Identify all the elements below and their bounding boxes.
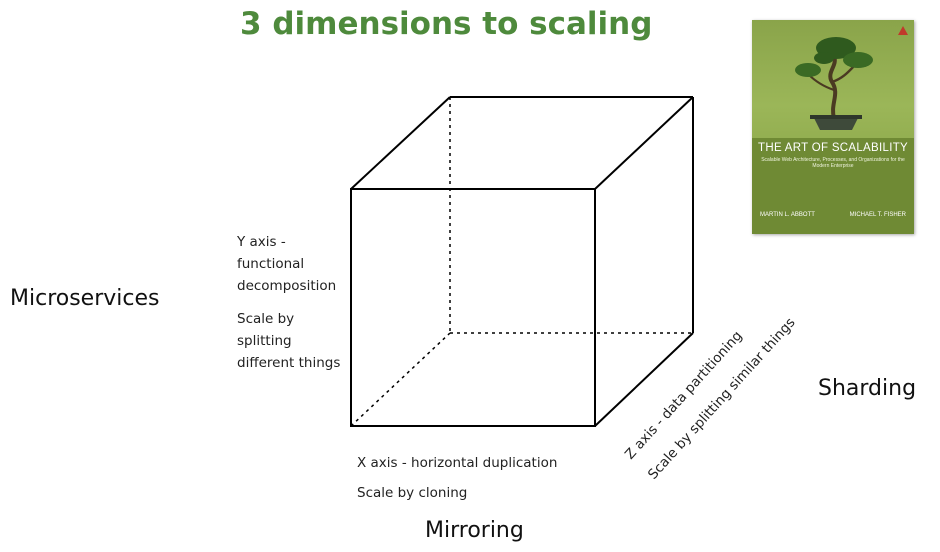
book-cover-art-of-scalability: THE ART OF SCALABILITY Scalable Web Arch… — [752, 20, 914, 234]
book-authors: MARTIN L. ABBOTT MICHAEL T. FISHER — [760, 212, 906, 218]
cube-top-left-edge — [350, 96, 451, 190]
bonsai-tree-icon — [795, 37, 873, 130]
book-title: THE ART OF SCALABILITY — [758, 142, 908, 154]
book-cover-band — [752, 138, 914, 234]
slide-title: 3 dimensions to scaling — [240, 6, 653, 42]
y-axis-label-line: functional — [237, 256, 305, 272]
publisher-triangle-icon — [898, 26, 908, 35]
y-axis-desc-line: different things — [237, 355, 341, 371]
z-axis-name-sharding: Sharding — [818, 376, 917, 401]
book-author-2: MICHAEL T. FISHER — [849, 212, 906, 218]
y-axis-label-line: Y axis - — [237, 234, 286, 250]
y-axis-desc-line: Scale by — [237, 311, 295, 327]
cube-front-face — [350, 188, 596, 427]
book-author-1: MARTIN L. ABBOTT — [760, 212, 815, 218]
x-axis-label: X axis - horizontal duplication — [357, 455, 558, 471]
y-axis-label: Y axis - functional decomposition — [237, 231, 336, 297]
cube-hidden-diagonal-edge — [350, 332, 451, 427]
y-axis-description: Scale by splitting different things — [237, 308, 340, 374]
cube-top-right-edge — [594, 96, 694, 190]
book-subtitle: Scalable Web Architecture, Processes, an… — [761, 157, 905, 169]
x-axis-description: Scale by cloning — [357, 485, 468, 501]
cube-bottom-right-edge — [594, 332, 694, 427]
y-axis-desc-line: splitting — [237, 333, 292, 349]
y-axis-label-line: decomposition — [237, 278, 337, 294]
y-axis-name-microservices: Microservices — [10, 286, 160, 311]
x-axis-name-mirroring: Mirroring — [425, 518, 524, 543]
